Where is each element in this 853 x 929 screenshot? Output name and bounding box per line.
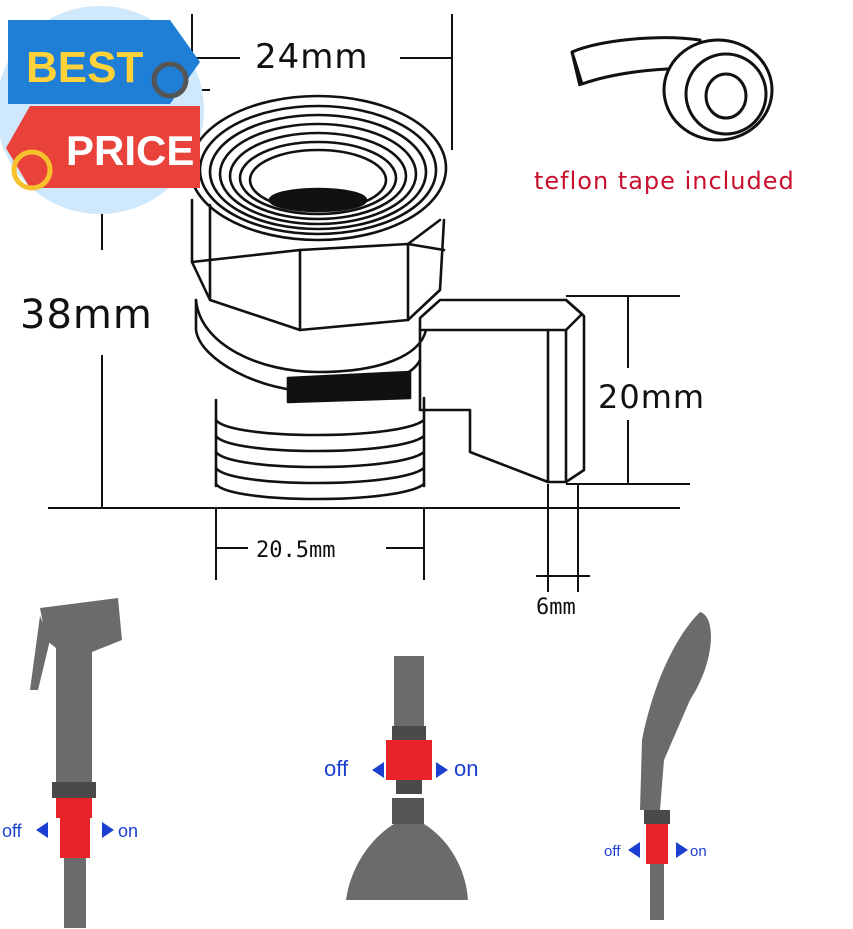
dimension-height: 38mm <box>20 292 153 338</box>
hand-shower-example <box>628 612 711 920</box>
dimension-lever-thickness: 6mm <box>536 595 576 620</box>
dimension-lever-height: 20mm <box>598 378 705 416</box>
bidet-on-label: on <box>118 821 138 841</box>
teflon-tape-icon <box>570 36 774 142</box>
best-price-badge <box>0 6 204 214</box>
dimension-top-width: 24mm <box>255 37 369 77</box>
shower-head-example <box>346 656 468 900</box>
hand-shower-off-label: off <box>604 843 621 860</box>
dimension-thread-width: 20.5mm <box>256 538 335 563</box>
teflon-caption: teflon tape included <box>534 167 795 195</box>
best-label: BEST <box>26 43 143 92</box>
hand-shower-on-label: on <box>690 843 707 860</box>
price-label: PRICE <box>66 127 194 174</box>
shower-off-label: off <box>324 756 349 781</box>
bidet-off-label: off <box>2 821 23 841</box>
bidet-sprayer-example <box>30 598 122 928</box>
shower-on-label: on <box>454 756 478 781</box>
valve-line-drawing <box>188 94 586 501</box>
